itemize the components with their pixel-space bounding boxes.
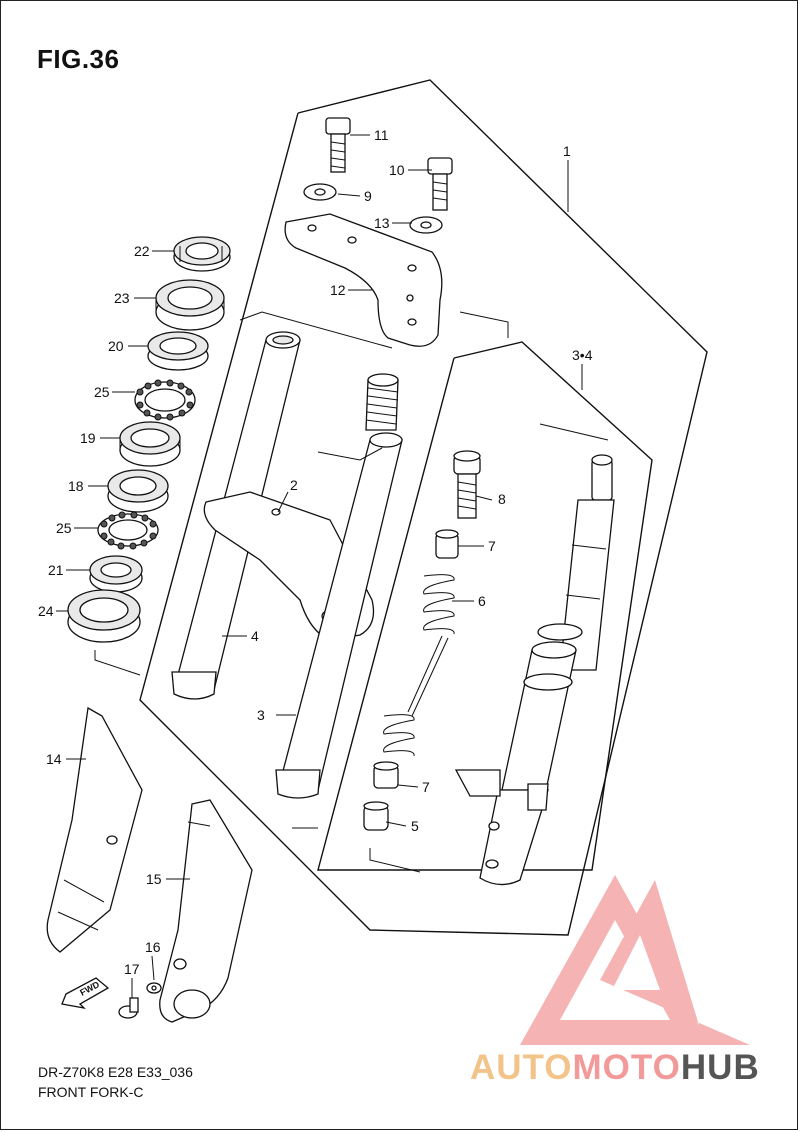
- part-7-spacer-upper: [435, 529, 459, 559]
- callout-5: 5: [411, 818, 419, 834]
- part-6-spring: [383, 574, 455, 757]
- callout-25-lower: 25: [56, 520, 72, 536]
- fwd-arrow-icon: FWD: [61, 977, 110, 1010]
- callout-12: 12: [330, 282, 346, 298]
- bracket-line-left: [94, 650, 141, 676]
- callout-8: 8: [498, 491, 506, 507]
- callout-22: 22: [134, 243, 150, 259]
- callout-16: 16: [145, 939, 161, 955]
- part-25-bearing-upper: [134, 379, 196, 421]
- callout-18: 18: [68, 478, 84, 494]
- callout-23: 23: [114, 290, 130, 306]
- watermark-wordmark: AUTOMOTOHUB: [470, 1048, 760, 1088]
- callout-1: 1: [563, 143, 571, 159]
- part-7-spacer-lower: [373, 761, 399, 789]
- part-16-washer: [146, 982, 162, 994]
- part-21-race: [89, 555, 143, 593]
- assembly-outline-1: [139, 79, 708, 936]
- part-11-bolt: [325, 117, 351, 173]
- part-19-race: [119, 421, 181, 467]
- callout-7-upper: 7: [488, 538, 496, 554]
- callout-3-4: 3•4: [572, 347, 593, 363]
- callout-25-upper: 25: [94, 384, 110, 400]
- leader-lines: [56, 134, 583, 998]
- part-3-4-damper-assembly: [454, 454, 615, 886]
- part-3-fork-tube-right: [275, 373, 403, 799]
- part-24-dust-seal: [67, 589, 141, 643]
- part-17-screw: [118, 997, 139, 1019]
- callout-14: 14: [46, 751, 62, 767]
- part-15-fork-guard-right: [159, 799, 253, 1023]
- part-10-bolt: [427, 157, 453, 211]
- callout-6: 6: [478, 593, 486, 609]
- callout-19: 19: [80, 430, 96, 446]
- figure-title: FIG.36: [37, 44, 120, 74]
- part-8-cap-bolt: [453, 450, 481, 519]
- callout-labels: 1 3•4 2 4 3 5 6 7 7 8 9 10 11 12 13 14 1…: [38, 127, 593, 977]
- bracket-line-inner: [369, 311, 609, 873]
- watermark-logo: [520, 875, 750, 1045]
- callout-10: 10: [389, 162, 405, 178]
- part-9-washer: [303, 183, 337, 201]
- callout-13: 13: [374, 215, 390, 231]
- wordmark-hub: HUB: [680, 1048, 760, 1087]
- part-12-bracket: [284, 213, 443, 347]
- bracket-line-top-fork: [239, 311, 393, 829]
- part-13-washer: [409, 216, 443, 234]
- part-22-locknut: [173, 236, 231, 272]
- part-25-bearing-lower: [97, 511, 159, 550]
- callout-2: 2: [290, 477, 298, 493]
- callout-11: 11: [374, 127, 389, 143]
- part-23-dust-seal: [155, 279, 225, 331]
- figure-code: DR-Z70K8 E28 E33_036: [38, 1064, 193, 1080]
- callout-20: 20: [108, 338, 124, 354]
- callout-7-lower: 7: [422, 779, 430, 795]
- callout-4: 4: [251, 628, 259, 644]
- callout-9: 9: [364, 188, 372, 204]
- callout-15: 15: [146, 871, 162, 887]
- part-20-race: [147, 331, 209, 371]
- wordmark-auto: AUTO: [470, 1048, 573, 1087]
- part-18-race: [107, 469, 169, 513]
- callout-21: 21: [48, 562, 64, 578]
- part-5-oil-lock-piece: [363, 801, 389, 831]
- callout-24: 24: [38, 603, 54, 619]
- assembly-outline-3-4: [317, 341, 653, 871]
- figure-caption: DR-Z70K8 E28 E33_036 FRONT FORK-C: [38, 1062, 193, 1102]
- part-14-fork-guard-left: [46, 706, 143, 953]
- wordmark-moto: MOTO: [572, 1048, 681, 1087]
- callout-3: 3: [257, 707, 265, 723]
- figure-name: FRONT FORK-C: [38, 1084, 144, 1100]
- callout-17: 17: [124, 961, 140, 977]
